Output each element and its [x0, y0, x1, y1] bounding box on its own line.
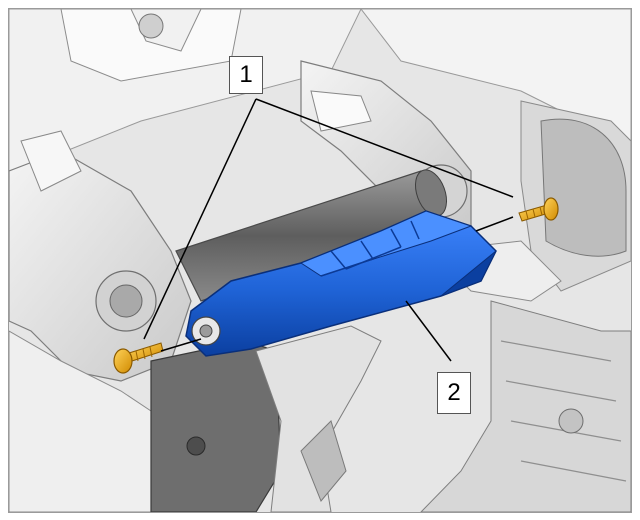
assembly-illustration	[9, 9, 631, 512]
housing-bottom-right	[420, 300, 631, 512]
housing-upper-tab	[60, 9, 242, 82]
screw-right-head	[543, 197, 559, 221]
bracket-left-bore-inner	[199, 324, 213, 338]
lower-bracket-hole	[186, 436, 206, 456]
left-arm-rib	[20, 130, 82, 192]
screw-left-thread	[135, 346, 153, 362]
upper-mounting-hole	[138, 13, 164, 39]
right-frame-ribs	[500, 340, 627, 482]
leader-1-right	[255, 98, 514, 198]
leader-1-left	[143, 98, 257, 340]
callout-label-1: 1	[229, 56, 263, 94]
screw-right	[518, 197, 559, 222]
axis-line-right	[475, 216, 514, 232]
callout-label-2: 2	[437, 372, 471, 414]
screw-left-head	[113, 348, 133, 374]
housing-right-shadow	[540, 118, 627, 257]
screw-right-thread	[525, 206, 543, 220]
blue-bracket	[185, 210, 497, 357]
callout-leaders	[143, 98, 514, 362]
left-bearing-hole	[109, 284, 143, 318]
leader-2	[405, 300, 452, 362]
housing-top-right	[360, 9, 631, 152]
axis-line-left	[160, 338, 202, 352]
right-arm-rib	[310, 90, 372, 132]
bracket-end-face	[440, 250, 497, 297]
right-lower-boss	[558, 408, 584, 434]
lower-center-rib	[300, 420, 347, 502]
bracket-ribs	[320, 220, 420, 277]
diagram-frame	[8, 8, 632, 513]
